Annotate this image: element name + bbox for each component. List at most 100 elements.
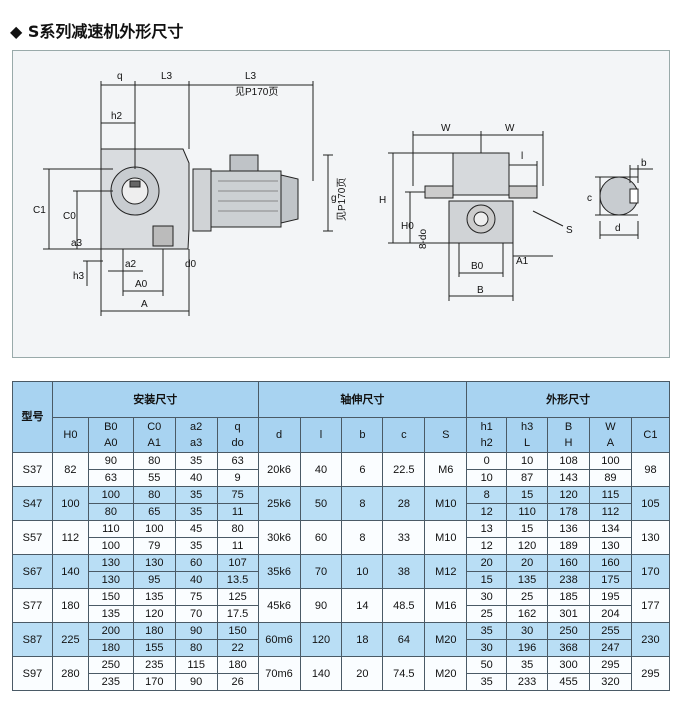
table-cell: 100 [87, 537, 134, 555]
table-cell: 225 [51, 622, 89, 657]
table-cell: 170 [630, 554, 671, 589]
column-header-label: c [401, 429, 407, 441]
table-cell: M10 [424, 486, 468, 521]
column-header-label: H0 [63, 429, 78, 441]
table-cell: 25 [506, 588, 549, 606]
table-cell: 95 [132, 571, 176, 589]
dim-label: W [505, 123, 515, 134]
table-cell: 100 [51, 486, 89, 521]
table-cell: S87 [12, 622, 53, 657]
table-cell: 170 [132, 673, 176, 691]
page-title: ◆ S系列减速机外形尺寸 [10, 22, 184, 41]
table-cell: 26 [216, 673, 259, 691]
table-cell: 12 [466, 537, 508, 555]
table-cell: 89 [588, 469, 632, 487]
column-header-label: L [524, 437, 531, 449]
dim-label: L3 [161, 71, 173, 82]
table-cell: 14 [341, 588, 384, 623]
column-header-label: W [605, 421, 616, 433]
column-header-label: B0 [104, 421, 118, 433]
table-cell: 130 [87, 554, 134, 572]
dim-label: A [141, 299, 148, 310]
table-cell: 82 [51, 452, 89, 487]
table-cell: 115 [174, 656, 218, 674]
dim-label: H0 [401, 221, 414, 232]
table-cell: 60m6 [257, 622, 301, 657]
table-cell: 455 [547, 673, 590, 691]
table-cell: 108 [547, 452, 590, 470]
table-cell: 180 [51, 588, 89, 623]
column-header-label: C1 [643, 429, 658, 441]
table-cell: 180 [216, 656, 259, 674]
dim-label: h3 [73, 271, 85, 282]
dim-label: H [379, 195, 386, 206]
table-cell: 134 [588, 520, 632, 538]
table-cell: 120 [547, 486, 590, 504]
table-cell: 11 [216, 503, 259, 521]
table-cell: 160 [588, 554, 632, 572]
table-cell: 74.5 [382, 656, 426, 691]
table-cell: 135 [87, 605, 134, 623]
table-cell: 35k6 [257, 554, 301, 589]
table-cell: M10 [424, 520, 468, 555]
table-cell: 90 [299, 588, 343, 623]
table-cell: 177 [630, 588, 671, 623]
dim-label: C0 [63, 211, 76, 222]
column-header-label: S [442, 429, 450, 441]
column-header: d [257, 417, 301, 453]
table-cell: 80 [216, 520, 259, 538]
table-cell: 12 [466, 503, 508, 521]
table-cell: 87 [506, 469, 549, 487]
table-cell: 20 [341, 656, 384, 691]
table-cell: 20 [506, 554, 549, 572]
table-cell: 25k6 [257, 486, 301, 521]
table-cell: 63 [216, 452, 259, 470]
dim-label: 8-do [418, 229, 429, 249]
table-cell: 130 [588, 537, 632, 555]
header-outline: 外形尺寸 [466, 381, 670, 418]
column-header: H0 [51, 417, 89, 453]
dimension-drawing: q L3 L3 见P170页 h2 C1 C0 a3 h3 a2 d0 A0 A… [12, 50, 670, 358]
gear-motor-drawing: q L3 L3 见P170页 h2 C1 C0 a3 h3 a2 d0 A0 A… [33, 71, 653, 316]
header-type: 型号 [12, 381, 53, 453]
table-cell: 70 [174, 605, 218, 623]
table-cell: 13.5 [216, 571, 259, 589]
dim-label: b [641, 158, 647, 169]
table-cell: 189 [547, 537, 590, 555]
table-cell: 130 [630, 520, 671, 555]
table-cell: 250 [87, 656, 134, 674]
table-cell: 33 [382, 520, 426, 555]
table-cell: 295 [630, 656, 671, 691]
table-cell: 162 [506, 605, 549, 623]
table-cell: 28 [382, 486, 426, 521]
table-cell: 235 [132, 656, 176, 674]
table-cell: 35 [466, 622, 508, 640]
table-cell: 250 [547, 622, 590, 640]
table-cell: 368 [547, 639, 590, 657]
table-cell: 11 [216, 537, 259, 555]
dim-label: 见P170页 [235, 86, 278, 98]
table-cell: 40 [174, 571, 218, 589]
table-cell: 140 [51, 554, 89, 589]
dim-label: l [521, 151, 523, 162]
table-cell: 80 [132, 452, 176, 470]
table-cell: M6 [424, 452, 468, 487]
table-cell: 70m6 [257, 656, 301, 691]
table-cell: 10 [341, 554, 384, 589]
table-cell: 35 [174, 503, 218, 521]
table-cell: 20k6 [257, 452, 301, 487]
column-header-label: A0 [104, 437, 118, 449]
table-cell: 280 [51, 656, 89, 691]
table-cell: 30k6 [257, 520, 301, 555]
column-header: C1 [630, 417, 671, 453]
column-header-label: H [564, 437, 573, 449]
dim-label: a3 [71, 238, 83, 249]
table-cell: 35 [466, 673, 508, 691]
